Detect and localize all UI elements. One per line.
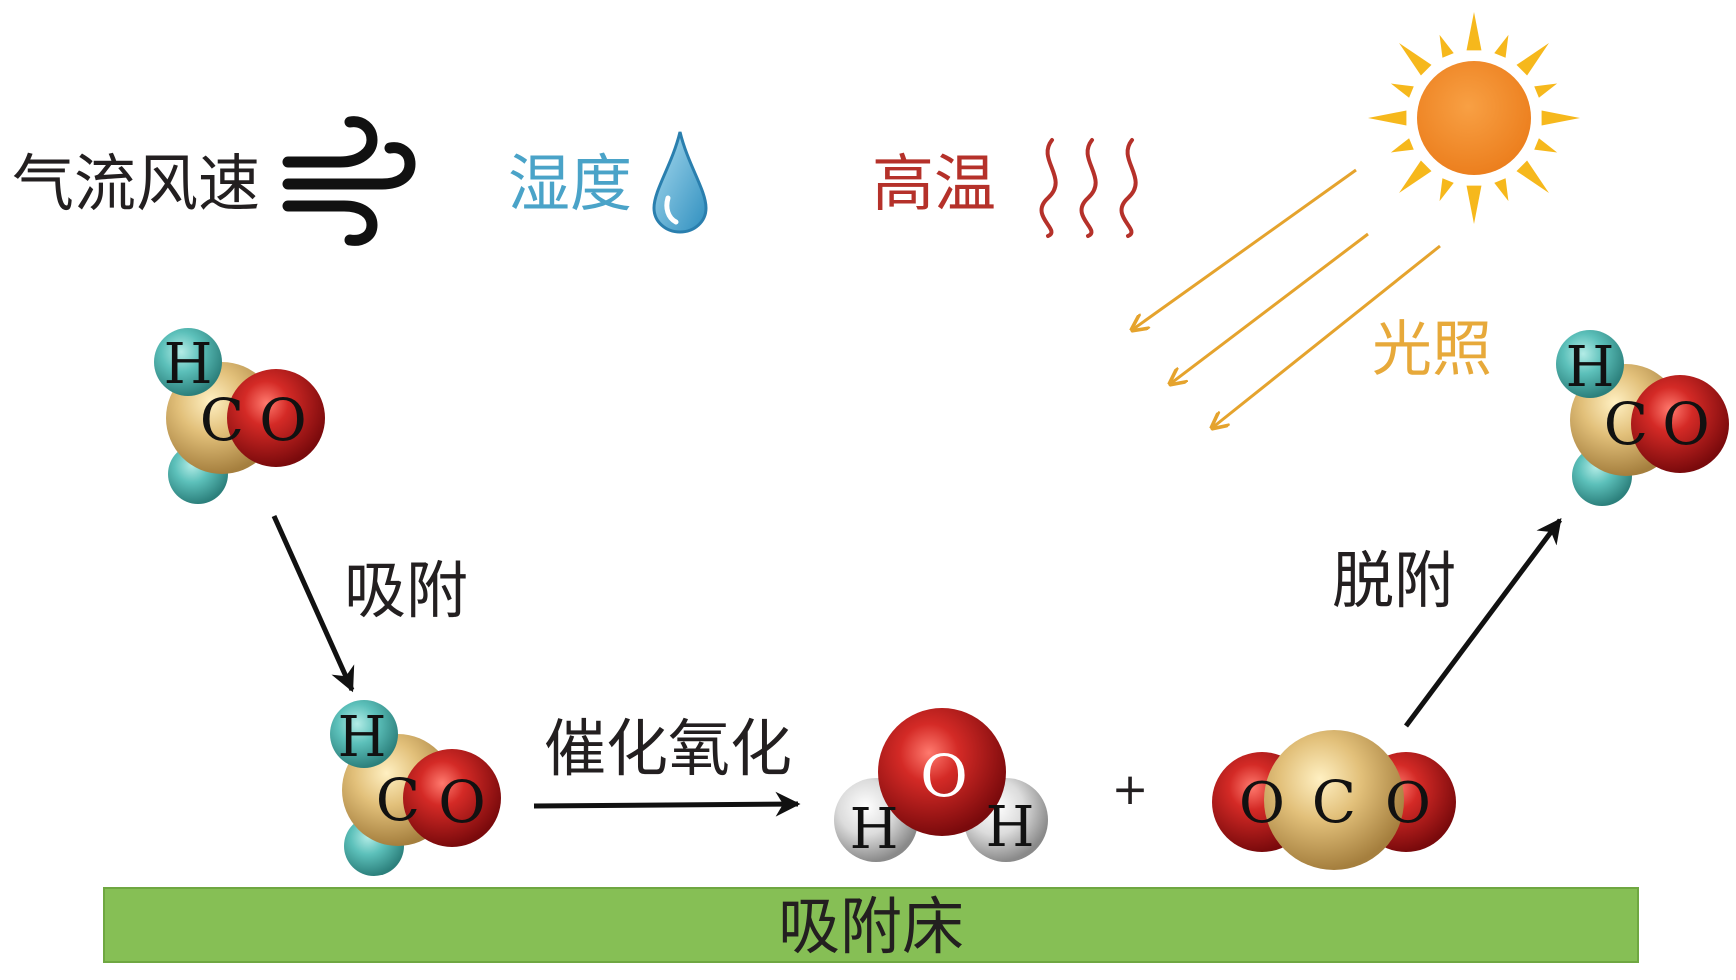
sun-ray: [1439, 34, 1454, 58]
catalytic-oxidation-label: 催化氧化: [544, 712, 792, 785]
humidity-label: 湿度: [508, 147, 632, 220]
sun-ray: [1439, 178, 1454, 202]
o-symbol: O: [1385, 771, 1431, 836]
h-symbol: H: [986, 795, 1035, 860]
formaldehyde-molecule-gas-left: H C O: [154, 328, 325, 504]
sun-ray: [1399, 43, 1432, 76]
sun-ray: [1516, 43, 1549, 76]
sun-ray: [1534, 83, 1558, 98]
temperature-label: 高温: [872, 147, 996, 220]
wind-icon: [282, 116, 416, 246]
adsorption-bed: [103, 887, 1639, 963]
light-beams: [1132, 168, 1441, 428]
water-drop-icon: [652, 131, 708, 234]
catalytic-oxidation-arrow: [533, 791, 801, 817]
heat-waves-icon: [1039, 138, 1138, 238]
sun-ray: [1466, 12, 1482, 51]
oxygen-atom: [403, 749, 501, 847]
carbon-atom: [1264, 730, 1404, 870]
sun-ray: [1368, 110, 1407, 126]
hydrogen-atom: [154, 328, 222, 396]
h-symbol: H: [338, 705, 387, 770]
formaldehyde-molecule-adsorbed: H C O: [330, 700, 501, 876]
o-symbol: O: [920, 742, 968, 810]
h-symbol: H: [1566, 335, 1615, 400]
sun-ray: [1390, 138, 1414, 153]
plus-sign: +: [1112, 764, 1149, 815]
sun-ray: [1541, 110, 1580, 126]
o-symbol: O: [438, 768, 486, 836]
h-symbol: H: [164, 332, 213, 397]
c-symbol: C: [200, 386, 244, 454]
desorption-arrow: [1403, 517, 1563, 728]
oxygen-atom: [227, 369, 325, 467]
o-symbol: O: [1239, 771, 1285, 836]
formaldehyde-molecule-gas-right: H C O: [1556, 330, 1729, 506]
adsorption-label: 吸附: [344, 554, 468, 627]
light-beam-1: [1132, 168, 1357, 330]
c-symbol: C: [376, 766, 420, 834]
hydrogen-atom: [330, 700, 398, 768]
light-beam-2: [1170, 232, 1369, 384]
sun-ray: [1494, 34, 1509, 58]
oxygen-atom: [1631, 375, 1729, 473]
sun-ray: [1466, 185, 1482, 224]
sun-ray: [1390, 83, 1414, 98]
c-symbol: C: [1604, 390, 1648, 458]
light-label: 光照: [1372, 315, 1492, 385]
sun-icon: [1368, 12, 1580, 224]
water-molecule: O H H: [834, 708, 1048, 862]
hydrogen-atom: [1556, 330, 1624, 398]
o-symbol: O: [1662, 390, 1710, 458]
adsorption-bed-label: 吸附床: [778, 890, 964, 963]
sun-ray: [1516, 160, 1549, 193]
sun-ray: [1534, 138, 1558, 153]
carbon-dioxide-molecule: O C O: [1212, 730, 1456, 870]
oxygen-atom: [878, 708, 1006, 836]
light-beam-3: [1212, 244, 1441, 428]
sun-ray: [1399, 160, 1432, 193]
h-symbol: H: [850, 797, 899, 862]
c-symbol: C: [1312, 768, 1356, 836]
desorption-label: 脱附: [1332, 544, 1456, 617]
o-symbol: O: [259, 386, 307, 454]
airflow-label: 气流风速: [12, 147, 260, 220]
sun-ray: [1494, 178, 1509, 202]
adsorption-arrow: [271, 514, 355, 693]
